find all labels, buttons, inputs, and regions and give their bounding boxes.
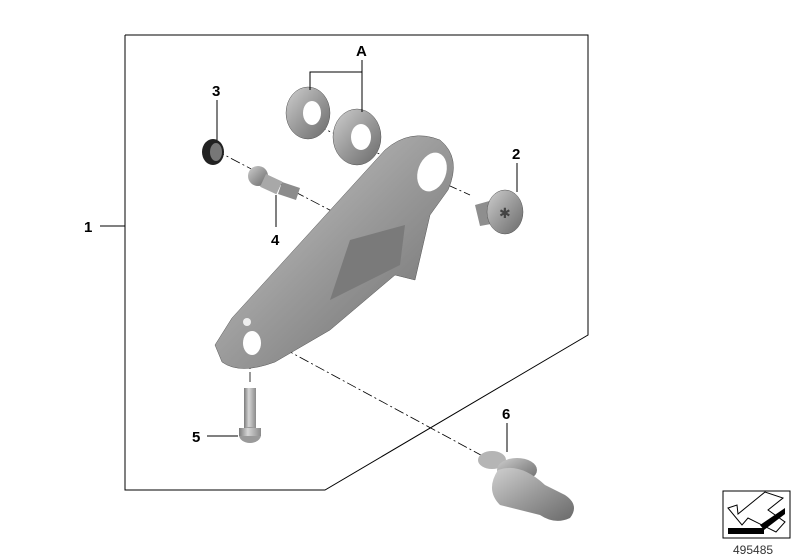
rubber-cap (202, 139, 224, 165)
callout-3: 3 (212, 83, 220, 100)
callout-a: A (356, 43, 367, 60)
bracket-arm (214, 135, 454, 369)
leader-lines (100, 60, 518, 452)
svg-text:✱: ✱ (499, 206, 511, 222)
bolt (239, 388, 261, 443)
callout-2: 2 (512, 146, 520, 163)
reference-number: 495485 (733, 543, 773, 557)
callout-4: 4 (271, 232, 280, 249)
ball-stud (248, 166, 300, 200)
direction-arrow-icon (722, 490, 791, 539)
washer-a-2 (332, 108, 382, 166)
torx-screw: ✱ (475, 189, 524, 235)
callout-1: 1 (84, 219, 92, 236)
assembly-frame (124, 34, 589, 491)
callout-6: 6 (502, 406, 510, 423)
washer-a-1 (285, 86, 331, 140)
footrest-pin (478, 451, 574, 521)
callout-5: 5 (192, 429, 200, 446)
